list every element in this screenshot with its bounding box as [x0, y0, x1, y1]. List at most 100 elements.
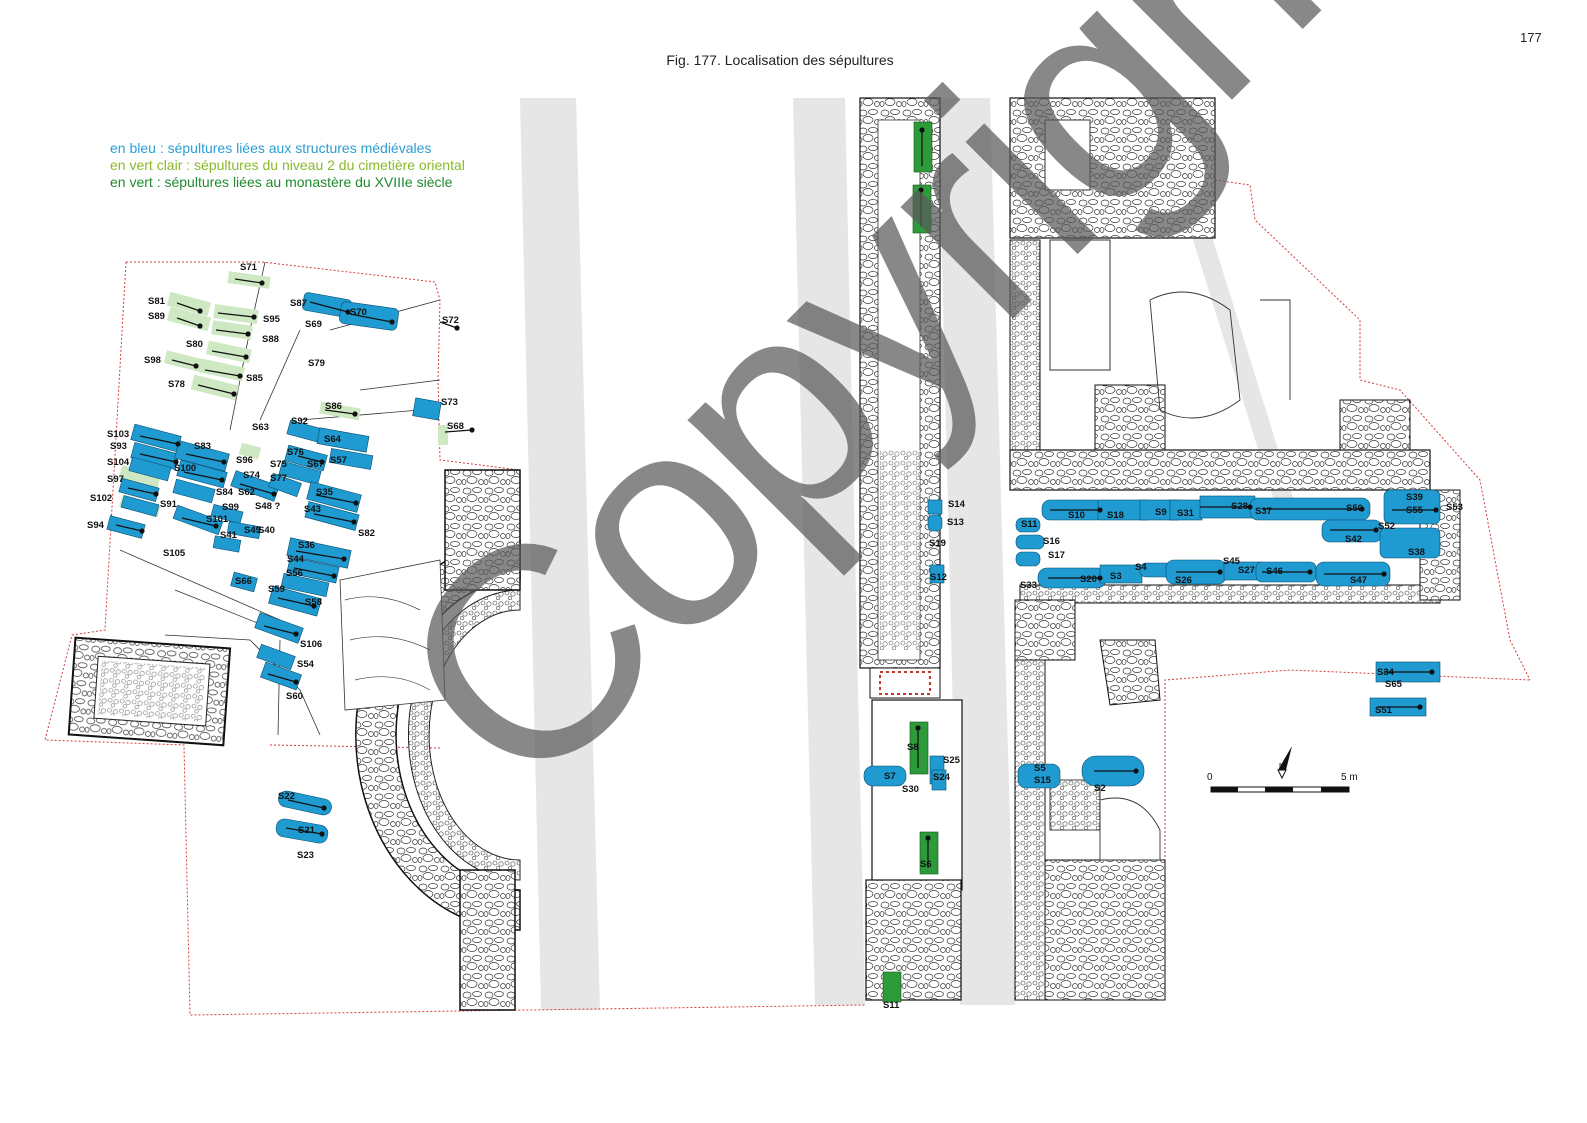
legend-item-light-green: en vert clair : sépultures du niveau 2 d… — [110, 157, 465, 173]
burial-label-s83: S83 — [194, 441, 211, 452]
burial-label-s68: S68 — [447, 421, 464, 432]
burial-label-s41: S41 — [220, 530, 237, 541]
burial-label-s17: S17 — [1048, 550, 1065, 561]
burial-label-s31: S31 — [1177, 508, 1194, 519]
burial-label-s4: S4 — [1135, 562, 1147, 573]
burial-label-s104: S104 — [107, 457, 130, 468]
burial-label-s97: S97 — [107, 474, 124, 485]
burial-label-s64: S64 — [324, 434, 341, 445]
svg-text:N: N — [1279, 763, 1284, 770]
burial-label-s88: S88 — [262, 334, 279, 345]
burial-label-s2: S2 — [1094, 783, 1106, 794]
burial-label-s70: S70 — [350, 307, 367, 318]
burial-label-s56: S56 — [286, 568, 303, 579]
burial-label-s25: S25 — [943, 755, 960, 766]
scale-start-label: 0 — [1207, 772, 1213, 783]
burial-label-s49: S49 — [244, 525, 261, 536]
burial-label-s67: S67 — [307, 459, 324, 470]
burial-label-s46: S46 — [1266, 566, 1283, 577]
burial-label-s82: S82 — [358, 528, 375, 539]
burial-label-s65: S65 — [1385, 679, 1402, 690]
burial-label-s74: S74 — [243, 470, 260, 481]
burial-label-s69: S69 — [305, 319, 322, 330]
burial-label-s26: S26 — [1175, 575, 1192, 586]
burial-label-s38: S38 — [1408, 547, 1425, 558]
burial-label-s50: S50 — [1346, 503, 1363, 514]
burial-label-s63: S63 — [252, 422, 269, 433]
burial-label-s30: S30 — [902, 784, 919, 795]
burial-label-s48: S48 ? — [255, 501, 281, 512]
burial-label-s72: S72 — [442, 315, 459, 326]
burial-label-s11: S11 — [1021, 519, 1038, 530]
burial-label-s55: S55 — [1406, 505, 1423, 516]
burial-label-s52: S52 — [1378, 521, 1395, 532]
burial-label-s81: S81 — [148, 296, 165, 307]
burial-label-s75: S75 — [270, 459, 287, 470]
burial-label-s80: S80 — [186, 339, 203, 350]
burial-label-s45: S45 — [1223, 556, 1240, 567]
burial-label-s33: S33 — [1020, 580, 1037, 591]
burial-label-s21: S21 — [298, 825, 315, 836]
burial-label-s87: S87 — [290, 298, 307, 309]
burial-label-s34: S34 — [1377, 667, 1394, 678]
burial-label-s16: S16 — [1043, 536, 1060, 547]
burial-label-s95: S95 — [263, 314, 280, 325]
legend: en bleu : sépultures liées aux structure… — [110, 140, 465, 191]
burial-label-s94: S94 — [87, 520, 104, 531]
burial-label-s60: S60 — [286, 691, 303, 702]
burial-label-s79: S79 — [308, 358, 325, 369]
burial-label-s40: S40 — [258, 525, 275, 536]
scale-bar — [1210, 786, 1350, 793]
burial-label-s103: S103 — [107, 429, 130, 440]
burial-label-s7: S7 — [884, 771, 896, 782]
apse — [339, 469, 521, 1011]
burial-label-s54: S54 — [297, 659, 314, 670]
burial-label-s76: S76 — [287, 447, 304, 458]
burial-label-s19: S19 — [929, 538, 946, 549]
burial-label-s78: S78 — [168, 379, 185, 390]
room-lower-left — [67, 636, 232, 747]
burial-label-s5: S5 — [1034, 763, 1046, 774]
burial-label-s96: S96 — [236, 455, 253, 466]
burial-label-s93: S93 — [110, 441, 127, 452]
burial-label-s13: S13 — [947, 517, 964, 528]
burial-label-s71: S71 — [240, 262, 257, 273]
burial-label-s98: S98 — [144, 355, 161, 366]
legend-item-blue: en bleu : sépultures liées aux structure… — [110, 140, 432, 156]
burial-label-s91: S91 — [160, 499, 177, 510]
burial-label-s89: S89 — [148, 311, 165, 322]
burial-label-s106: S106 — [300, 639, 323, 650]
burial-label-s9: S9 — [1155, 507, 1167, 518]
burial-label-s14: S14 — [948, 499, 965, 510]
burial-label-s102: S102 — [90, 493, 113, 504]
burial-label-s44: S44 — [287, 554, 304, 565]
scale-end-label: 5 m — [1341, 772, 1358, 783]
burial-label-s37: S37 — [1255, 506, 1272, 517]
burial-label-s57: S57 — [330, 455, 347, 466]
burial-label-s84: S84 — [216, 487, 233, 498]
burial-label-s99: S99 — [222, 502, 239, 513]
burial-label-s85: S85 — [246, 373, 263, 384]
figure-title: Fig. 177. Localisation des sépultures — [666, 52, 894, 68]
burial-label-s101: S101 — [206, 514, 229, 525]
page-number: 177 — [1520, 30, 1542, 45]
burial-label-s24: S24 — [933, 772, 950, 783]
north-east-complex — [1009, 97, 1461, 604]
burial-label-s10: S10 — [1068, 510, 1085, 521]
legend-item-green: en vert : sépultures liées au monastère … — [110, 174, 453, 190]
burial-label-s3: S3 — [1110, 571, 1122, 582]
burial-label-s35: S35 — [316, 487, 333, 498]
south-east-area — [1014, 599, 1166, 1001]
burial-label-s36: S36 — [298, 540, 315, 551]
burial-label-s42: S42 — [1345, 534, 1362, 545]
burial-label-s58: S58 — [305, 597, 322, 608]
burial-label-s77: S77 — [270, 473, 287, 484]
burial-label-s62: S62 — [238, 487, 255, 498]
burial-label-s105: S105 — [163, 548, 186, 559]
burial-label-s47: S47 — [1350, 575, 1367, 586]
burial-label-s51: S51 — [1375, 705, 1392, 716]
burial-label-s43: S43 — [304, 504, 321, 515]
burial-label-s18: S18 — [1107, 510, 1124, 521]
